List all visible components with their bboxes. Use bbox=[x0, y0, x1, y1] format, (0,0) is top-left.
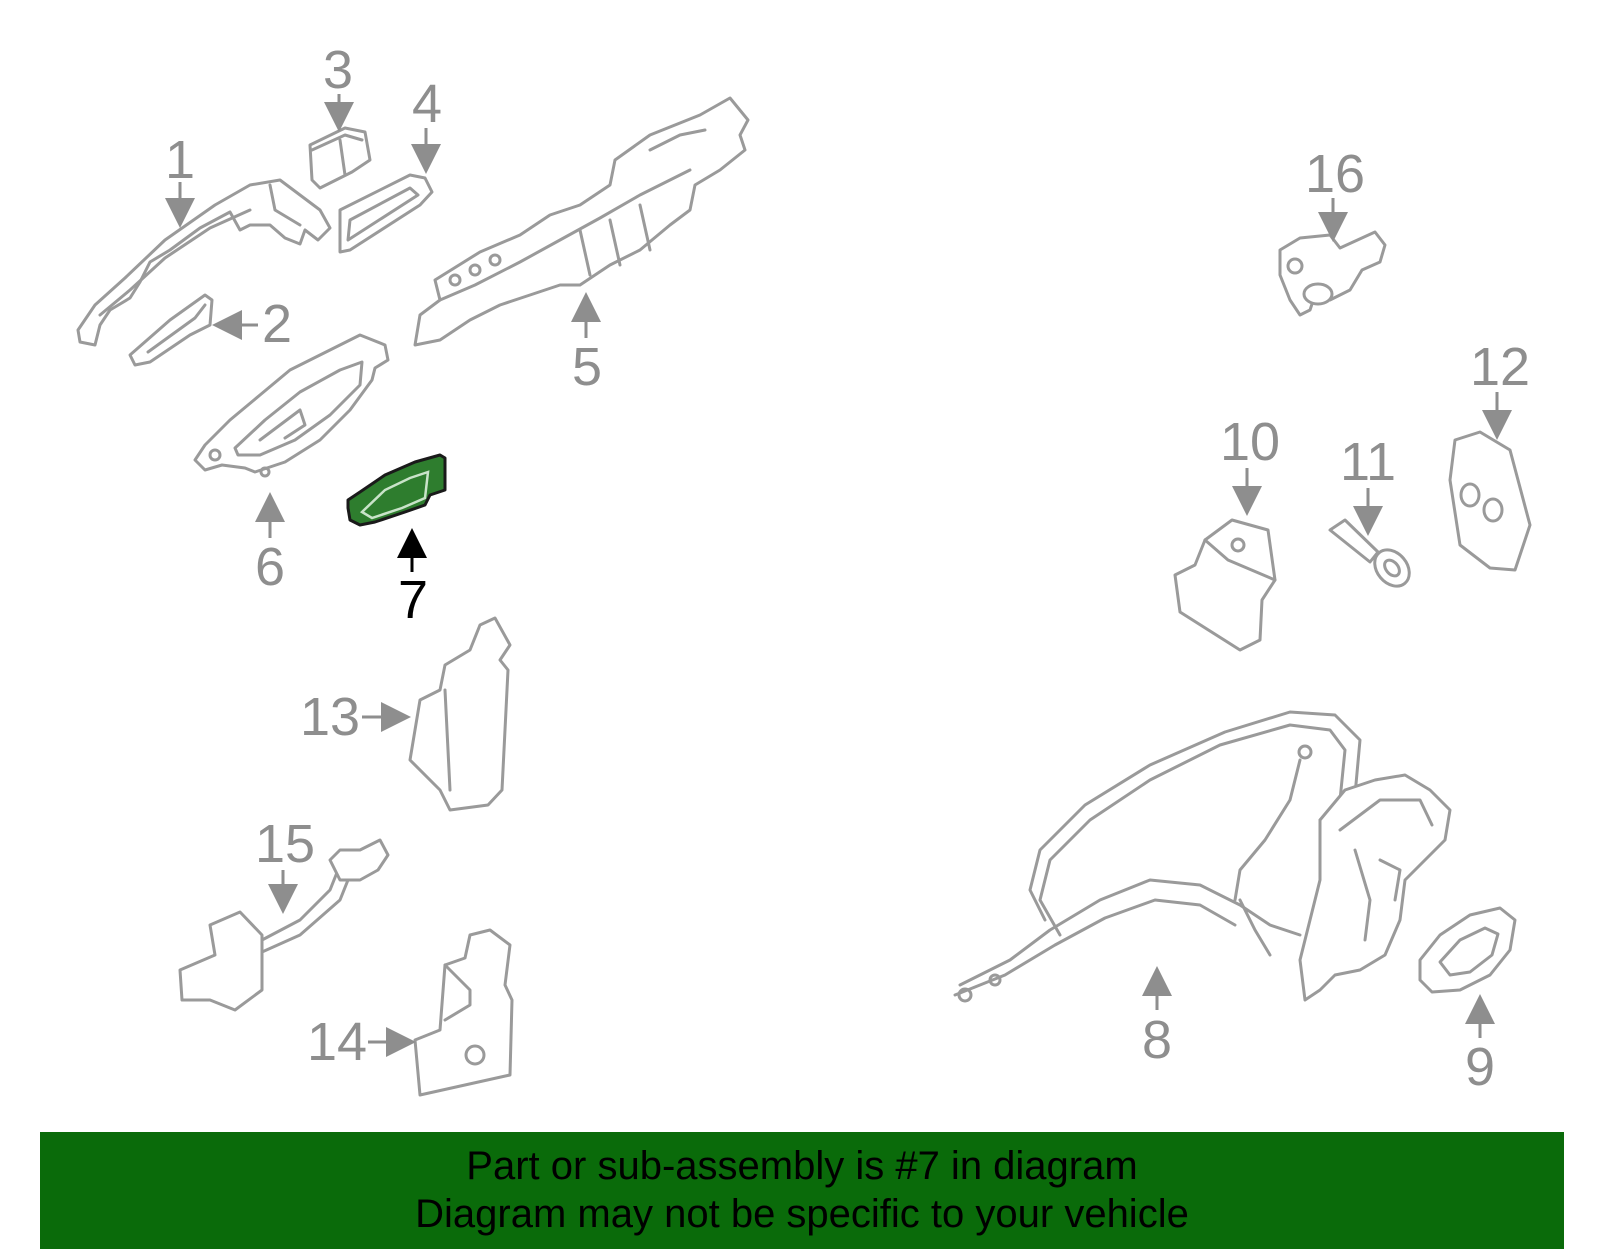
part-11-bolt[interactable] bbox=[1328, 518, 1416, 593]
callout-6: 6 bbox=[255, 492, 285, 597]
callout-7: 7 bbox=[397, 528, 428, 630]
banner-line-2: Diagram may not be specific to your vehi… bbox=[415, 1192, 1189, 1236]
part-16-switch[interactable] bbox=[1278, 230, 1387, 317]
callout-label-10: 10 bbox=[1220, 412, 1280, 472]
part-4-gasket[interactable] bbox=[338, 173, 434, 254]
part-15-connector[interactable] bbox=[178, 838, 390, 1012]
callout-10: 10 bbox=[1220, 412, 1280, 516]
banner-line-1: Part or sub-assembly is #7 in diagram bbox=[466, 1144, 1138, 1188]
callout-label-6: 6 bbox=[255, 537, 285, 597]
part-1-outside-handle[interactable] bbox=[76, 178, 332, 347]
callout-label-3: 3 bbox=[323, 40, 353, 100]
part-3-cap[interactable] bbox=[308, 126, 372, 190]
callout-label-15: 15 bbox=[255, 814, 315, 874]
part-8-lock-assembly[interactable] bbox=[953, 710, 1452, 1003]
callout-label-4: 4 bbox=[412, 74, 442, 134]
part-5-handle-frame[interactable] bbox=[413, 96, 750, 347]
callout-3: 3 bbox=[323, 40, 354, 132]
callout-9: 9 bbox=[1465, 994, 1495, 1097]
part-14-bracket[interactable] bbox=[413, 928, 514, 1097]
part-9-grommet[interactable] bbox=[1418, 906, 1517, 994]
callout-label-7: 7 bbox=[398, 570, 428, 630]
callout-14: 14 bbox=[307, 1012, 416, 1072]
callout-label-9: 9 bbox=[1465, 1037, 1495, 1097]
callout-5: 5 bbox=[571, 292, 602, 397]
part-13-housing[interactable] bbox=[408, 616, 512, 812]
callout-label-1: 1 bbox=[165, 130, 195, 190]
callout-13: 13 bbox=[300, 687, 411, 747]
part-2-trim[interactable] bbox=[128, 293, 214, 367]
part-12-striker-plate[interactable] bbox=[1448, 430, 1532, 572]
callout-label-11: 11 bbox=[1340, 432, 1396, 492]
callout-label-5: 5 bbox=[572, 337, 602, 397]
info-banner: Part or sub-assembly is #7 in diagram Di… bbox=[40, 1132, 1564, 1249]
callout-8: 8 bbox=[1142, 966, 1172, 1070]
callout-label-2: 2 bbox=[262, 294, 292, 354]
callout-label-14: 14 bbox=[307, 1012, 367, 1072]
parts-diagram: 1 2 3 4 5 6 7 8 9 10 11 12 bbox=[76, 40, 1532, 1097]
callout-label-12: 12 bbox=[1470, 337, 1530, 397]
callout-4: 4 bbox=[411, 74, 442, 174]
callout-1: 1 bbox=[165, 130, 195, 228]
callout-15: 15 bbox=[255, 814, 315, 914]
callout-label-16: 16 bbox=[1305, 144, 1365, 204]
callout-label-13: 13 bbox=[300, 687, 360, 747]
part-10-bracket[interactable] bbox=[1173, 518, 1277, 652]
callout-16: 16 bbox=[1305, 144, 1365, 242]
part-6-inside-handle[interactable] bbox=[193, 333, 390, 478]
callout-label-8: 8 bbox=[1142, 1010, 1172, 1070]
part-7-highlighted-cover[interactable] bbox=[346, 453, 447, 527]
callout-11: 11 bbox=[1340, 432, 1396, 536]
callout-2: 2 bbox=[212, 294, 292, 354]
callout-12: 12 bbox=[1470, 337, 1530, 440]
